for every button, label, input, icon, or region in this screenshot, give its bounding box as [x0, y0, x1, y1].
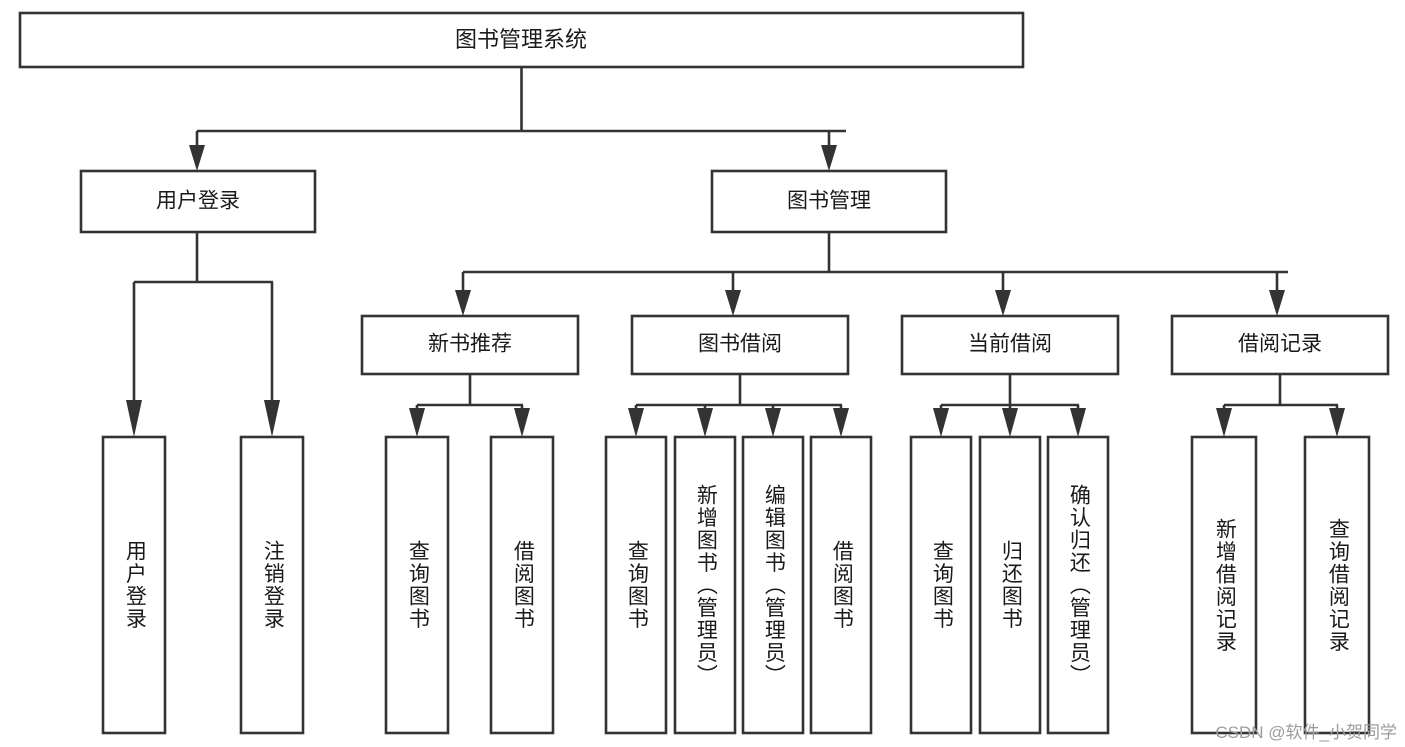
node-root[interactable]: 图书管理系统 [18, 11, 1025, 69]
node-root-box[interactable] [18, 11, 1025, 69]
node-new-book-recommend[interactable]: 新书推荐 [360, 314, 580, 376]
edge-group-bookborrow-to-leaves [628, 374, 849, 437]
node-book-borrow-label: 图书借阅 [698, 333, 782, 356]
node-new-book-recommend-box[interactable] [360, 314, 580, 376]
leaf-box-bookborrow-4[interactable] [809, 435, 873, 735]
leaf-box-bookborrow-3[interactable] [741, 435, 805, 735]
edge-group-newbook-to-leaves [409, 374, 530, 437]
node-current-borrow[interactable]: 当前借阅 [900, 314, 1120, 376]
leaf-box-borrowrecord-2[interactable] [1303, 435, 1371, 735]
arrow-leaf-cb-1 [933, 408, 949, 437]
node-borrow-record-box[interactable] [1170, 314, 1390, 376]
leaf-box-user-login-1[interactable] [101, 435, 167, 735]
edge-group-root-to-level2 [189, 67, 846, 171]
leaf-box-currentborrow-2[interactable] [978, 435, 1042, 735]
leaf-box-borrowrecord-1[interactable] [1190, 435, 1258, 735]
arrow-to-book-borrow [725, 290, 741, 316]
node-user-login-label: 用户登录 [156, 190, 240, 213]
node-book-manage[interactable]: 图书管理 [710, 169, 948, 234]
csdn-watermark: CSDN @软件_小贺同学 [1215, 723, 1397, 742]
edge-group-booklogin-to-leaves [126, 232, 280, 437]
arrow-to-book-manage [821, 145, 837, 171]
arrow-leaf-br-2 [1329, 408, 1345, 437]
arrow-leaf-bb-4 [833, 408, 849, 437]
node-borrow-record-label: 借阅记录 [1238, 333, 1322, 356]
arrow-to-current-borrow [995, 290, 1011, 316]
node-borrow-record[interactable]: 借阅记录 [1170, 314, 1390, 376]
node-root-label: 图书管理系统 [455, 27, 587, 52]
arrow-leaf-newbook-2 [514, 408, 530, 437]
edge-group-borrowrecord-to-leaves [1216, 374, 1345, 437]
node-book-borrow-box[interactable] [630, 314, 850, 376]
leaf-box-currentborrow-1[interactable] [909, 435, 973, 735]
node-current-borrow-label: 当前借阅 [968, 333, 1052, 356]
node-current-borrow-box[interactable] [900, 314, 1120, 376]
arrow-leaf-bb-2 [697, 408, 713, 437]
arrow-to-user-login [189, 145, 205, 171]
node-book-manage-label: 图书管理 [787, 190, 871, 213]
node-user-login[interactable]: 用户登录 [79, 169, 317, 234]
leaf-box-newbook-2[interactable] [489, 435, 555, 735]
arrow-leaf-br-1 [1216, 408, 1232, 437]
leaf-box-bookborrow-1[interactable] [604, 435, 668, 735]
node-user-login-box[interactable] [79, 169, 317, 234]
arrow-leaf-cb-3 [1070, 408, 1086, 437]
arrow-leaf-newbook-1 [409, 408, 425, 437]
arrow-leaf-cb-2 [1002, 408, 1018, 437]
node-book-manage-box[interactable] [710, 169, 948, 234]
leaf-box-currentborrow-3[interactable] [1046, 435, 1110, 735]
arrow-leaf-user-login-1 [126, 400, 142, 437]
leaf-box-user-login-2[interactable] [239, 435, 305, 735]
edge-group-currentborrow-to-leaves [933, 374, 1086, 437]
arrow-to-borrow-record [1269, 290, 1285, 316]
arrow-to-new-book [455, 290, 471, 316]
node-new-book-recommend-label: 新书推荐 [428, 333, 512, 356]
edge-group-bookmanage-to-level3 [455, 232, 1288, 316]
node-book-borrow[interactable]: 图书借阅 [630, 314, 850, 376]
leaf-box-bookborrow-2[interactable] [673, 435, 737, 735]
arrow-leaf-bb-1 [628, 408, 644, 437]
arrow-leaf-bb-3 [765, 408, 781, 437]
leaf-box-newbook-1[interactable] [384, 435, 450, 735]
arrow-leaf-user-login-2 [264, 400, 280, 437]
